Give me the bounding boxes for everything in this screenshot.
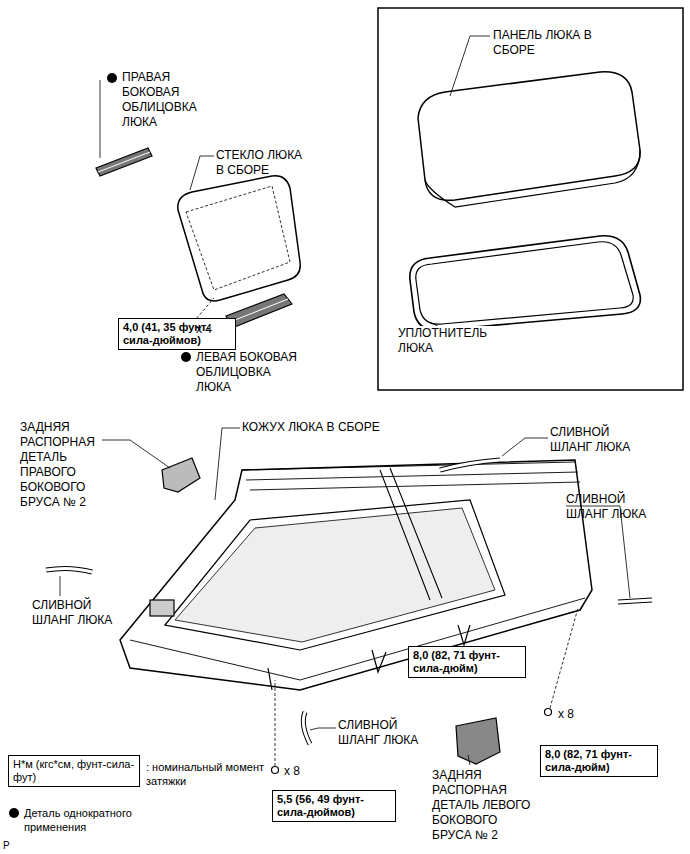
quantity: x 4	[196, 322, 226, 337]
torque-box: 8,0 (82, 71 фунт-сила-дюйм)	[408, 646, 526, 678]
part-name: СЛИВНОЙ ШЛАНГ ЛЮКА	[566, 492, 666, 522]
torque-value: 4,0 (41, 35 фунт-сила-дюймов)	[123, 321, 231, 347]
figure-code: P	[3, 838, 23, 853]
side-trim	[96, 148, 152, 176]
inset-frame: ПАНЕЛЬ ЛЮКА В СБОРЕ УПЛОТНИТЕЛЬ ЛЮКА	[378, 8, 683, 390]
single-use-dot	[181, 352, 191, 362]
legend-torque-box: Н*м (кгс*см, фунт-сила-фут)	[8, 755, 140, 787]
part-name: СЛИВНОЙ ШЛАНГ ЛЮКА	[32, 598, 132, 628]
torque-value: Н*м (кгс*см, фунт-сила-фут)	[13, 758, 135, 784]
single-use-dot	[9, 808, 19, 818]
part-name: КОЖУХ ЛЮКА В СБОРЕ	[242, 420, 402, 435]
quantity: x 8	[284, 764, 314, 779]
torque-value: 8,0 (82, 71 фунт-сила-дюйм)	[545, 748, 653, 774]
part-name: ПРАВАЯ БОКОВАЯ ОБЛИЦОВКА ЛЮКА	[122, 70, 204, 130]
sunroof-housing	[120, 460, 592, 690]
torque-value: 8,0 (82, 71 фунт-сила-дюйм)	[413, 649, 521, 675]
part-name: СТЕКЛО ЛЮКА В СБОРЕ	[216, 148, 311, 178]
part-name: УПЛОТНИТЕЛЬ ЛЮКА	[398, 326, 508, 356]
part-name: ЗАДНЯЯ РАСПОРНАЯ ДЕТАЛЬ ПРАВОГО БОКОВОГО…	[20, 420, 102, 510]
sunroof-glass	[178, 176, 300, 301]
single-use-dot	[107, 73, 117, 83]
torque-box: 4,0 (41, 35 фунт-сила-дюймов)	[118, 318, 236, 350]
inset-frame	[378, 8, 683, 390]
torque-box: 5,5 (56, 49 фунт-сила-дюймов)	[272, 790, 396, 822]
spacer	[162, 458, 200, 492]
legend-text: Деталь однократного применения	[24, 806, 154, 834]
legend-text: : номинальный момент затяжки	[146, 760, 286, 788]
part-name: ЛЕВАЯ БОКОВАЯ ОБЛИЦОВКА ЛЮКА	[196, 350, 308, 395]
weatherstrip	[410, 236, 641, 330]
part-name: СЛИВНОЙ ШЛАНГ ЛЮКА	[550, 425, 650, 455]
part-name: ЗАДНЯЯ РАСПОРНАЯ ДЕТАЛЬ ЛЕВОГО БОКОВОГО …	[432, 768, 532, 843]
part-name: СЛИВНОЙ ШЛАНГ ЛЮКА	[338, 718, 438, 748]
torque-value: 5,5 (56, 49 фунт-сила-дюймов)	[277, 793, 391, 819]
torque-box: 8,0 (82, 71 фунт-сила-дюйм)	[540, 745, 658, 777]
spacer	[456, 718, 500, 764]
part-name: ПАНЕЛЬ ЛЮКА В СБОРЕ	[493, 28, 603, 58]
quantity: x 8	[558, 707, 588, 722]
